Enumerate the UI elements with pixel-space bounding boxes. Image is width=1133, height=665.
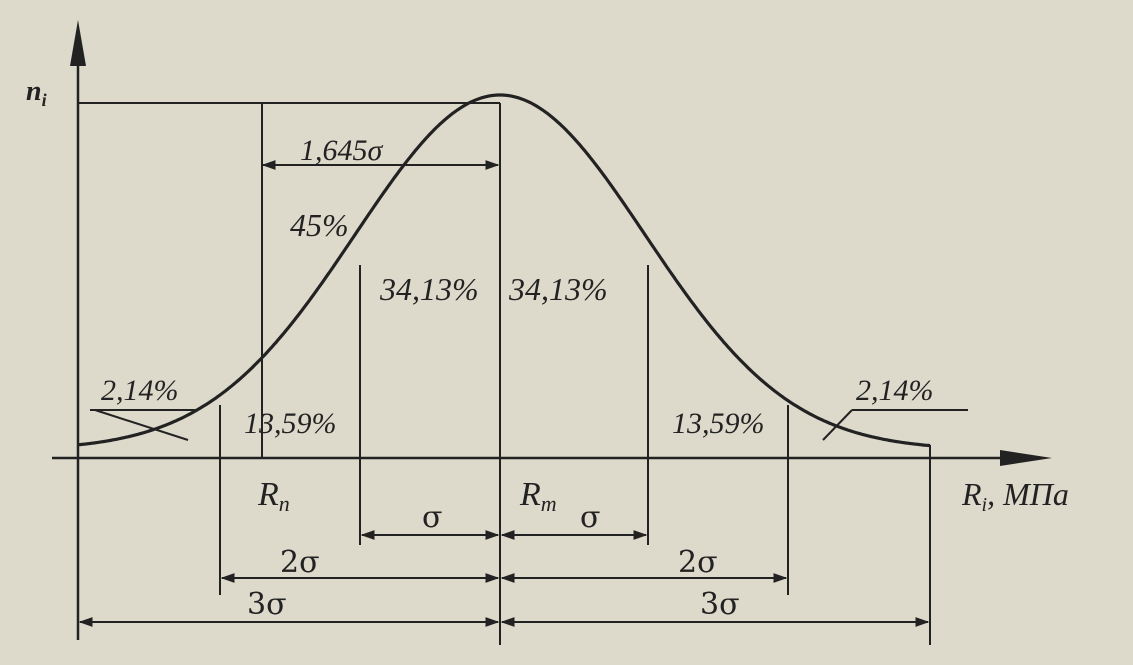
rn-marker-sub: n xyxy=(279,491,290,516)
label-3sigma-right: 3σ xyxy=(700,587,740,622)
label-45: 45% xyxy=(290,207,349,243)
y-axis-label-main: n xyxy=(26,76,42,107)
label-right-13: 13,59% xyxy=(672,407,765,440)
reference-lines xyxy=(78,102,968,645)
label-2sigma-right: 2σ xyxy=(678,545,718,580)
label-right-34: 34,13% xyxy=(508,271,608,307)
label-left-tail: 2,14% xyxy=(101,374,179,407)
x-axis-arrowhead xyxy=(1000,450,1052,466)
x-axis-label-sub: i xyxy=(982,494,988,516)
distribution-curve xyxy=(77,93,931,448)
label-left-34: 34,13% xyxy=(379,271,479,307)
rm-marker: Rm xyxy=(519,476,557,516)
y-axis-arrowhead xyxy=(70,20,86,66)
rn-marker: Rn xyxy=(257,476,290,516)
y-axis-label-sub: i xyxy=(42,90,47,110)
label-1645sigma: 1,645σ xyxy=(300,134,384,167)
rm-marker-sub: m xyxy=(541,491,557,516)
x-axis-label-unit: , МПа xyxy=(987,476,1069,512)
left-tail-leader xyxy=(94,409,189,441)
label-2sigma-left: 2σ xyxy=(280,545,320,580)
label-sigma-right: σ xyxy=(580,500,600,535)
label-left-13: 13,59% xyxy=(244,407,337,440)
x-axis-label-main: R xyxy=(961,476,982,512)
label-right-tail: 2,14% xyxy=(856,374,934,407)
rm-marker-main: R xyxy=(519,476,541,513)
rn-marker-main: R xyxy=(257,476,279,513)
y-axis-label: ni xyxy=(26,76,47,110)
dimension-arrows xyxy=(78,160,930,627)
label-3sigma-left: 3σ xyxy=(247,587,287,622)
axes xyxy=(52,20,1052,640)
label-sigma-left: σ xyxy=(422,500,442,535)
x-axis-label: Ri, МПа xyxy=(961,476,1069,516)
